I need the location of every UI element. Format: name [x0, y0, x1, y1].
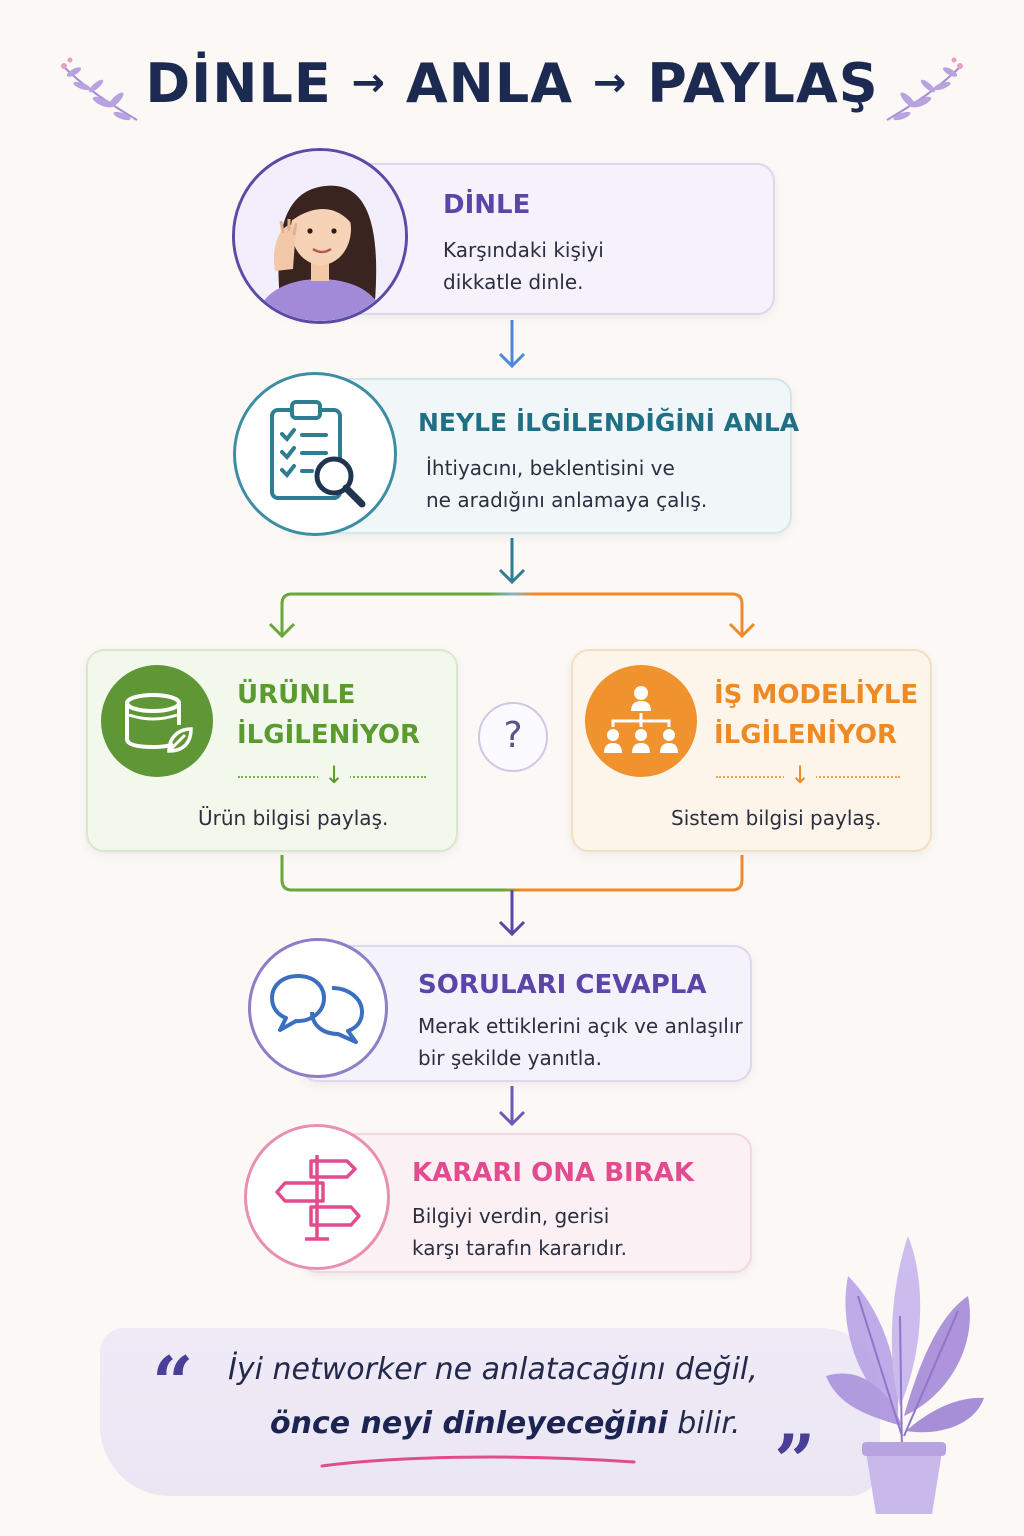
quote-line-1: İyi networker ne anlatacağını değil,: [228, 1352, 758, 1387]
product-icon-circle: [101, 665, 213, 777]
org-chart-people-icon: [604, 686, 678, 753]
arrow-understand-to-split: [498, 538, 526, 585]
title-arrow-2: →: [592, 60, 628, 106]
step-listen-body: Karşındaki kişiyi dikkatle dinle.: [443, 238, 604, 294]
quote-line-2-rest: bilir.: [667, 1406, 741, 1441]
quote-line-2: önce neyi dinleyeceğini bilir.: [270, 1406, 740, 1441]
question-mark-badge: ?: [478, 702, 548, 772]
step-answer-heading: SORULARI CEVAPLA: [418, 970, 707, 1000]
step-answer-body: Merak ettiklerini açık ve anlaşılır bir …: [418, 1014, 743, 1070]
potted-plant-icon: [826, 1236, 984, 1514]
branch-join-lines: [280, 855, 744, 937]
answer-icon-circle: [248, 938, 388, 1078]
step-understand-body: İhtiyacını, beklentisini ve ne aradığını…: [426, 456, 708, 512]
branch-product-heading: ÜRÜNLE İLGİLENİYOR: [237, 680, 421, 750]
branch-split-lines: [268, 592, 756, 639]
business-icon-circle: [585, 665, 697, 777]
signpost-icon: [275, 1155, 361, 1241]
branch-business-body: Sistem bilgisi paylaş.: [671, 806, 882, 830]
woman-listening-icon: [235, 151, 405, 321]
page-title: DİNLE → ANLA → PAYLAŞ: [0, 52, 1024, 115]
quote-underline-stroke: [320, 1455, 636, 1468]
step-listen-heading: DİNLE: [443, 190, 531, 220]
title-word-understand: ANLA: [405, 52, 574, 115]
lavender-sprig-left-icon: [61, 57, 138, 121]
quote-background: [100, 1328, 880, 1496]
step-decide-heading: KARARI ONA BIRAK: [412, 1158, 694, 1188]
branch-product-body: Ürün bilgisi paylaş.: [198, 806, 389, 830]
arrow-answer-to-decide: [498, 1086, 526, 1127]
title-word-listen: DİNLE: [145, 52, 332, 115]
clipboard-magnifier-icon: [270, 400, 366, 508]
business-down-arrow-icon: ↓: [784, 761, 817, 789]
branch-business-heading: İŞ MODELİYLE İLGİLENİYOR: [714, 680, 919, 750]
open-quote-mark-icon: “: [152, 1340, 194, 1425]
speech-bubbles-icon: [270, 974, 364, 1044]
understand-icon-circle: [233, 372, 397, 536]
quote-line-2-emphasis: önce neyi dinleyeceğini: [270, 1406, 668, 1441]
product-down-arrow-icon: ↓: [318, 761, 351, 789]
arrow-listen-to-understand: [498, 320, 526, 369]
close-quote-mark-icon: ”: [774, 1418, 816, 1503]
decide-icon-circle: [244, 1124, 390, 1270]
step-understand-heading: NEYLE İLGİLENDİĞİNİ ANLA: [418, 408, 800, 437]
listen-portrait-circle: [232, 148, 408, 324]
product-jar-leaf-icon: [125, 693, 193, 753]
title-arrow-1: →: [351, 60, 387, 106]
lavender-sprig-right-icon: [886, 57, 963, 121]
title-word-share: PAYLAŞ: [647, 52, 879, 115]
step-decide-body: Bilgiyi verdin, gerisi karşı tarafın kar…: [412, 1204, 627, 1260]
